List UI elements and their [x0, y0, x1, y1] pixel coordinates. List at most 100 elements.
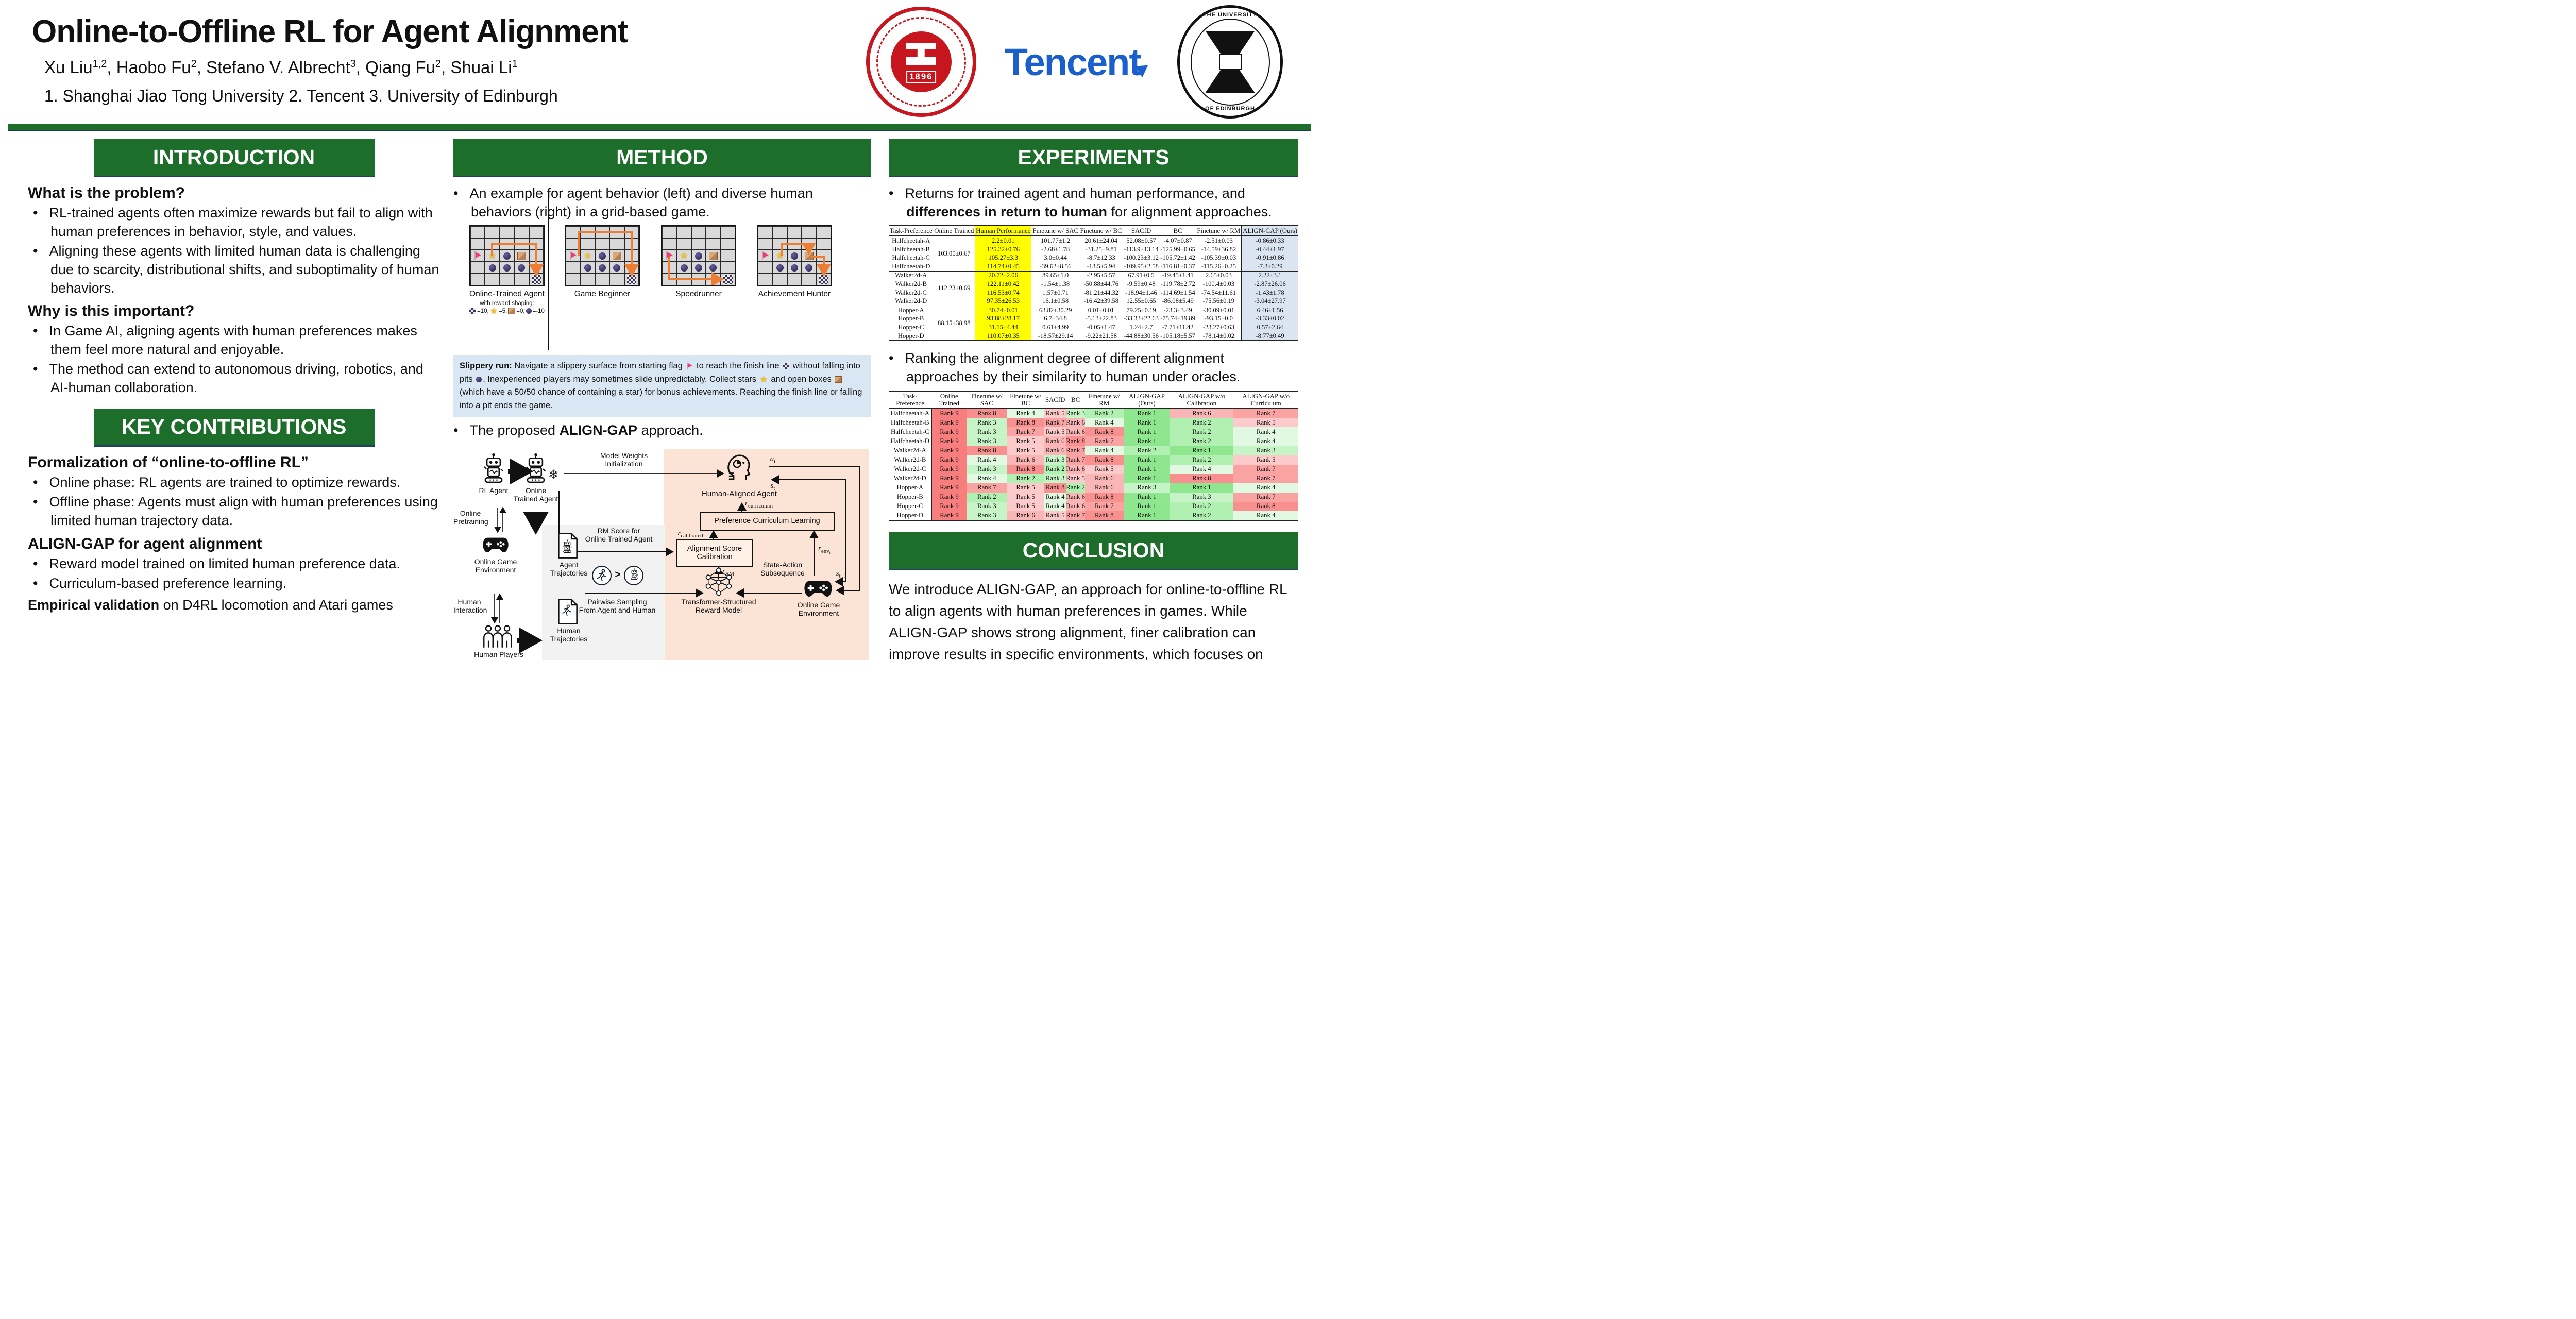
- star-icon: ★: [583, 251, 592, 261]
- rank-cell: Rank 6: [1044, 436, 1066, 446]
- intro-bullet: In Game AI, aligning agents with human p…: [33, 322, 440, 359]
- grid-cell: [595, 238, 610, 250]
- grid-cell: [499, 250, 515, 262]
- contrib-bullet: Online phase: RL agents are trained to o…: [33, 474, 440, 492]
- value-cell: 12.55±0.65: [1126, 297, 1156, 305]
- task-cell: Walker2d-A: [889, 445, 932, 455]
- rank-cell: Rank 5: [1085, 464, 1124, 474]
- rank-cell: Rank 6: [1066, 464, 1086, 474]
- task-cell: Walker2d-C: [889, 464, 932, 474]
- contrib-final: Empirical validation on D4RL locomotion …: [28, 596, 440, 615]
- contrib-bullet: Curriculum-based preference learning.: [33, 574, 440, 593]
- rank-cell: Rank 7: [1085, 501, 1124, 511]
- method-bullet2-pre: The proposed: [469, 422, 560, 438]
- rank-cell: Rank 1: [1123, 474, 1170, 483]
- star-icon: ★: [775, 251, 784, 261]
- value-cell: -114.69±1.54: [1160, 289, 1195, 296]
- grid-cell: [624, 250, 639, 262]
- grid-cell: [470, 262, 485, 274]
- value-cell: -0.44±1.97: [1241, 245, 1298, 254]
- table1-header: Human Performance: [975, 226, 1032, 237]
- table2-header: ALIGN-GAP w/o Curriculum: [1233, 391, 1298, 409]
- value-cell: -81.21±44.32: [1083, 289, 1119, 296]
- flag-icon: [474, 251, 482, 261]
- rank-cell: Rank 2: [1170, 427, 1234, 437]
- a-t-label: at: [770, 455, 776, 465]
- finish-line-icon: [531, 275, 541, 284]
- value-cell: 30.74±0.01: [975, 306, 1032, 315]
- intro-q1: What is the problem?: [28, 184, 185, 201]
- value-cell: 63.82±30.29: [1031, 306, 1079, 315]
- intro-column: INTRODUCTION What is the problem? RL-tra…: [28, 139, 440, 616]
- value-cell: -2.95±5.57: [1079, 270, 1123, 280]
- table1-header: Finetune w/ SAC: [1031, 226, 1079, 237]
- value-cell: -23.3±3.49: [1159, 306, 1196, 315]
- rank-cell: Rank 7: [1233, 474, 1298, 483]
- rank-cell: Rank 4: [1044, 492, 1066, 502]
- method-bullet2: The proposed ALIGN-GAP approach.: [453, 421, 871, 440]
- section-header-conclusion: CONCLUSION: [889, 532, 1298, 571]
- value-cell: -18.94±1.46: [1125, 289, 1157, 296]
- pairwise-human-icon: [592, 566, 612, 586]
- human-aligned-label: Human-Aligned Agent: [702, 489, 777, 499]
- value-cell: -39.62±8.56: [1039, 262, 1072, 270]
- rank-cell: Rank 3: [967, 464, 1007, 474]
- star-icon: ★: [488, 251, 497, 261]
- grid-cell: [802, 274, 817, 286]
- pit-icon: [805, 264, 813, 272]
- value-cell: -13.5±5.94: [1087, 262, 1115, 270]
- value-cell: -93.15±0.0: [1204, 315, 1233, 323]
- grid-cell: [758, 226, 773, 239]
- grid-cell: [566, 250, 581, 262]
- value-cell: 16.1±0.58: [1042, 297, 1069, 305]
- intro-q1-bullets: RL-trained agents often maximize rewards…: [28, 204, 440, 297]
- value-cell: -78.14±0.02: [1202, 332, 1235, 340]
- value-cell: 116.53±0.74: [975, 288, 1032, 297]
- rank-cell: Rank 6: [1007, 511, 1044, 521]
- pairwise-gt: >: [615, 569, 621, 581]
- value-cell: -116.81±0.37: [1160, 262, 1195, 270]
- rank-cell: Rank 6: [1170, 408, 1234, 418]
- reward-model-network-icon: [705, 567, 733, 596]
- rank-cell: Rank 4: [1044, 501, 1066, 511]
- grid-cell: [529, 238, 544, 250]
- value-cell: 1.57±0.71: [1042, 289, 1069, 296]
- value-cell: -1.54±1.38: [1041, 280, 1070, 288]
- finish-line-icon: [819, 275, 828, 284]
- value-cell: -75.56±0.19: [1202, 297, 1235, 305]
- author: Qiang Fu2: [365, 58, 441, 77]
- value-cell: -2.51±0.03: [1196, 235, 1242, 245]
- value-cell: -74.54±11.61: [1201, 289, 1236, 296]
- value-cell: 114.74±0.45: [975, 262, 1032, 272]
- rank-cell: Rank 9: [931, 408, 967, 418]
- grid-cell: [580, 274, 595, 286]
- grid-cell: [676, 226, 691, 239]
- rank-cell: Rank 5: [1007, 483, 1044, 493]
- grid-cell: [662, 262, 677, 274]
- rank-cell: Rank 4: [1233, 483, 1298, 493]
- logos: 1896 Tencent THE UNIVERSITY OF EDINBURGH: [866, 5, 1283, 119]
- env2-gamepad-icon: [804, 579, 833, 599]
- pit-icon: [503, 252, 511, 260]
- slippery-s6: (which have a 50/50 chance of containing…: [460, 387, 862, 410]
- star-icon: ★: [680, 251, 688, 261]
- rank-cell: Rank 9: [931, 511, 967, 521]
- grid-cell: [691, 238, 706, 250]
- pit-icon: [584, 264, 591, 272]
- pit-icon: [488, 264, 496, 272]
- flag-icon: [761, 251, 769, 261]
- value-cell: 31.15±4.44: [975, 323, 1032, 332]
- rank-cell: Rank 9: [931, 492, 967, 502]
- task-cell: Hopper-C: [889, 501, 932, 511]
